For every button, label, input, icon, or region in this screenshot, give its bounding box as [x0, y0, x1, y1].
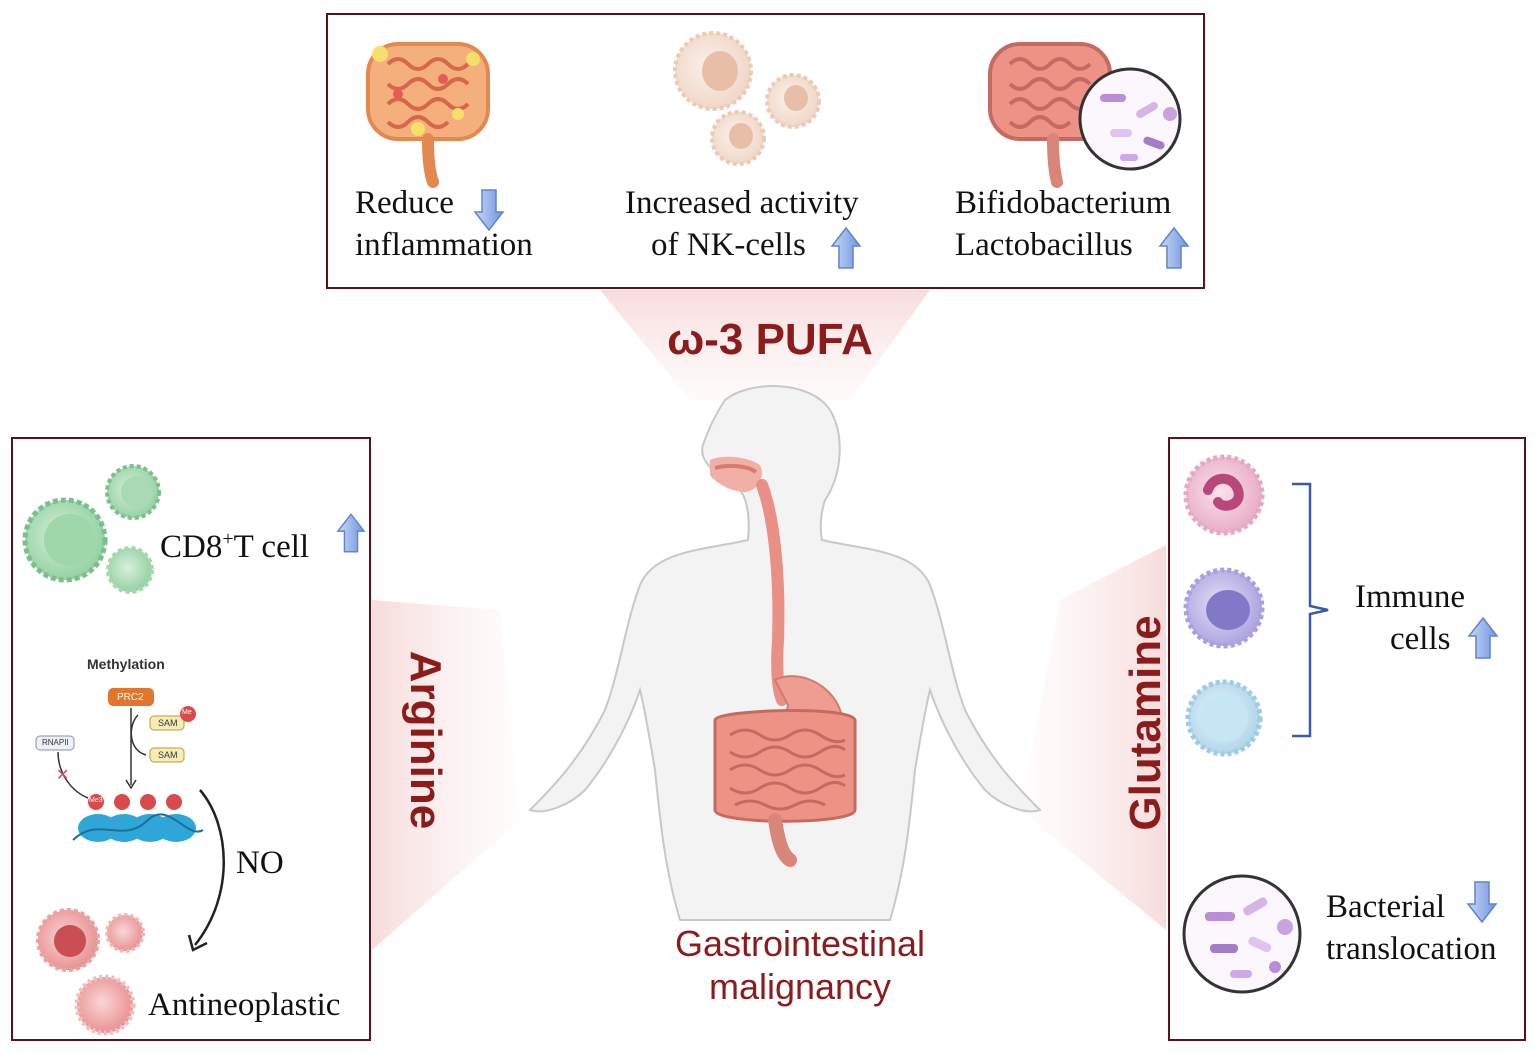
nk-cells-icon: [673, 31, 821, 166]
nk-activity-label-line1: Increased activity: [625, 185, 859, 221]
immune-cells-icon: [1183, 454, 1265, 757]
cd8-label-main: CD8: [160, 529, 223, 565]
sam-label-1: SAM: [158, 718, 178, 728]
center-caption-line2: malignancy: [708, 966, 892, 1007]
nk-activity-label-line2: of NK-cells: [651, 227, 806, 263]
up-arrow-icon: [830, 226, 862, 269]
up-arrow-icon: [1158, 226, 1190, 269]
bifido-label-line1: Bifidobacterium: [955, 185, 1172, 221]
me3-label: Me3: [89, 797, 103, 804]
rnapii-label: RNAPII: [42, 738, 69, 747]
intestine-bacteria-icon: [988, 42, 1182, 188]
methylation-title: Methylation: [87, 656, 165, 672]
glutamine-title: Glutamine: [1121, 615, 1170, 831]
no-label: NO: [236, 845, 284, 881]
no-curved-arrow: [187, 789, 225, 952]
up-arrow-icon: [1467, 616, 1499, 659]
cd8-t-cell-label: CD8+T cell: [160, 518, 309, 568]
omega3-title: ω-3 PUFA: [667, 315, 873, 364]
tumor-cells-icon: [36, 908, 145, 1036]
bacterial-translocation-label-line1: Bacterial: [1326, 889, 1446, 925]
up-arrow-icon: [336, 513, 366, 553]
down-arrow-icon: [1466, 881, 1498, 924]
immune-cells-label-line1: Immune: [1355, 579, 1465, 615]
immune-cells-label-line2: cells: [1390, 621, 1451, 657]
cd8-label-rest: T cell: [233, 529, 310, 565]
bacterial-translocation-label-line2: translocation: [1326, 931, 1497, 967]
reduce-inflammation-label-line2: inflammation: [355, 227, 533, 263]
bifido-label-line2: Lactobacillus: [955, 227, 1133, 263]
me-label: Me: [182, 709, 192, 716]
arginine-title: Arginine: [401, 650, 450, 830]
down-arrow-icon: [473, 189, 505, 232]
immune-bracket: [1292, 482, 1329, 738]
reduce-inflammation-label-line1: Reduce: [355, 185, 454, 221]
center-caption-line1: Gastrointestinal: [674, 923, 926, 964]
bacteria-circle-icon: [1182, 874, 1302, 994]
sam-label-2: SAM: [158, 750, 178, 760]
cd8-t-cells-icon: [22, 464, 161, 594]
methylation-diagram: ✕: [35, 688, 204, 842]
inflamed-intestine-icon: [366, 42, 490, 188]
prc2-label: PRC2: [117, 692, 144, 703]
human-body-gi-tract: [528, 385, 1042, 921]
antineoplastic-label: Antineoplastic: [148, 987, 341, 1023]
cd8-label-sup: +: [222, 528, 234, 550]
svg-text:✕: ✕: [56, 767, 69, 784]
